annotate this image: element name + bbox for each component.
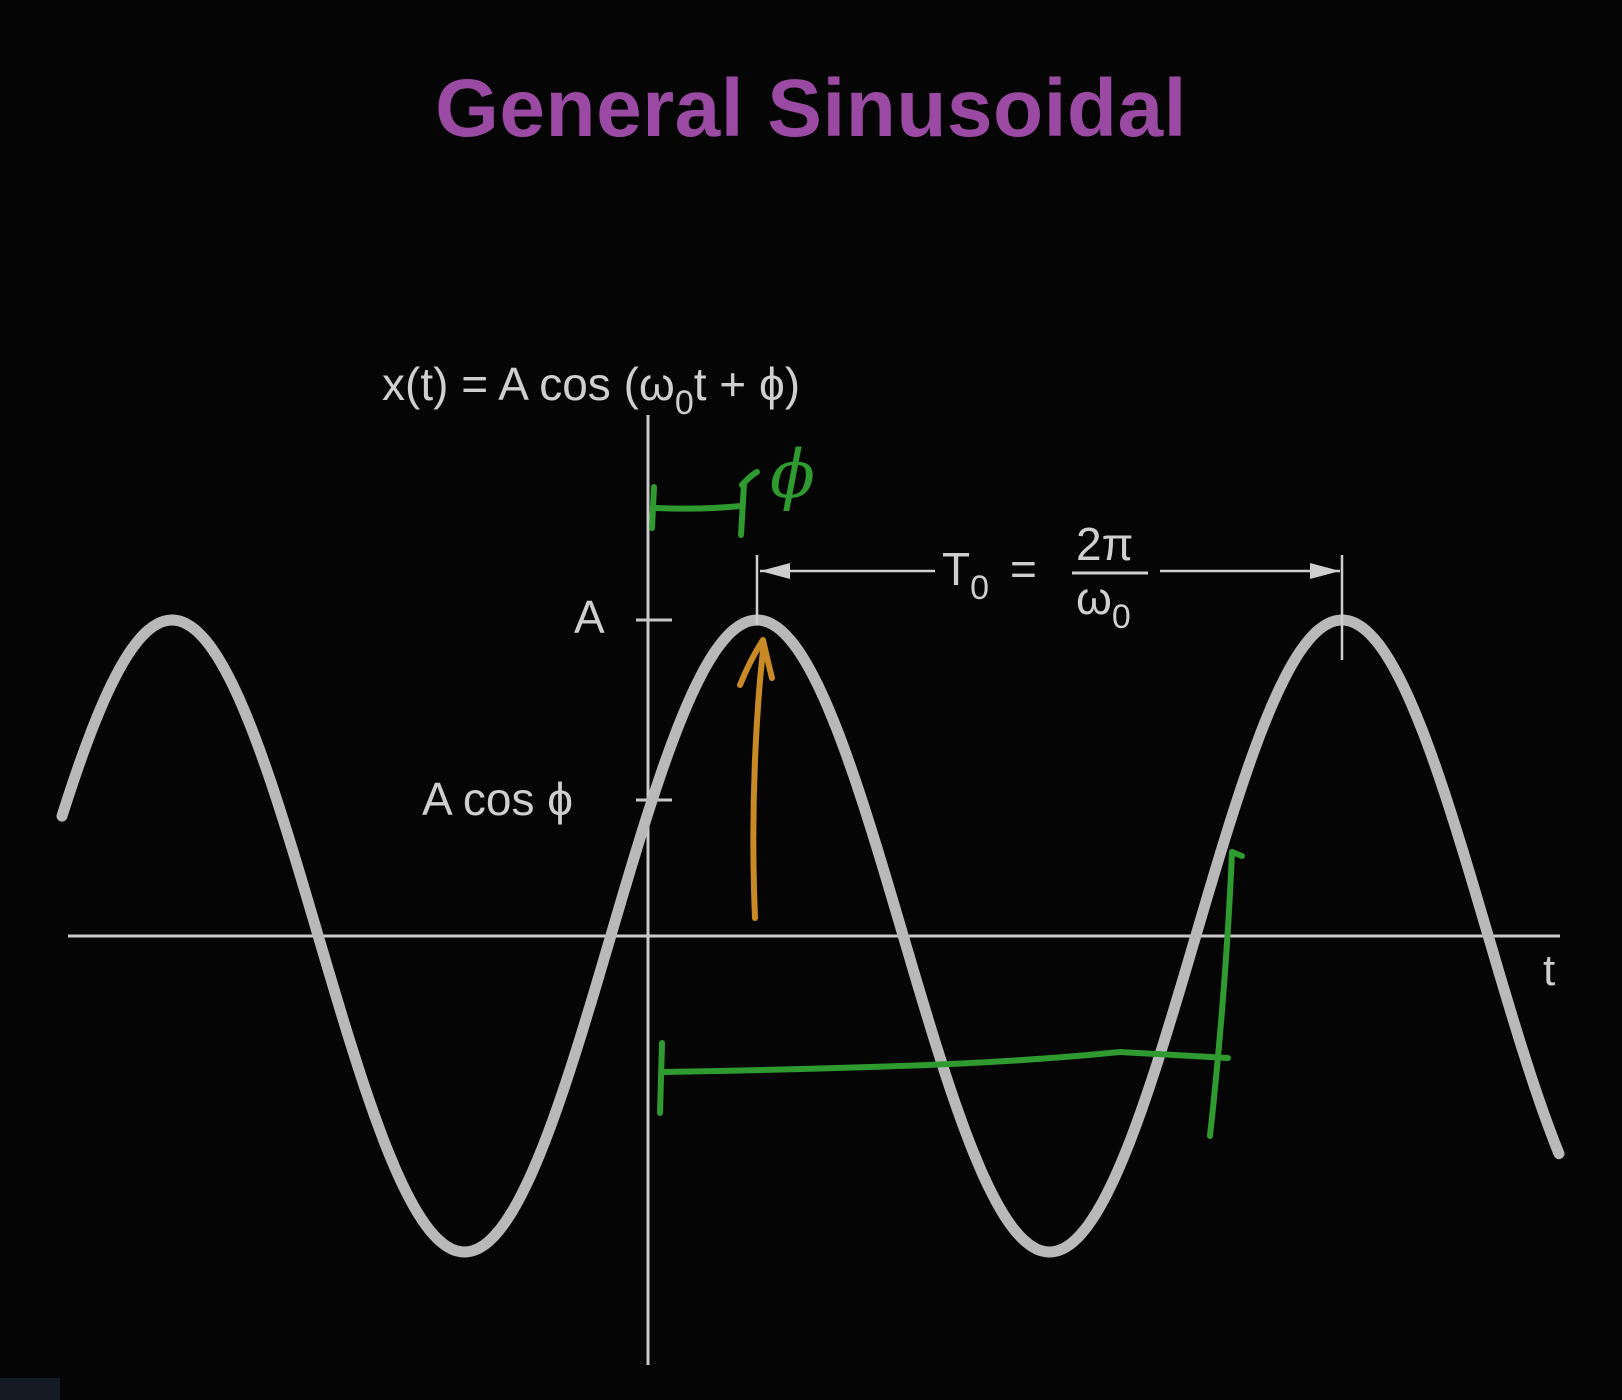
period-denominator: ω0 bbox=[1076, 572, 1131, 636]
phase-bracket-bar bbox=[653, 503, 744, 512]
period-arrowhead-right bbox=[1310, 563, 1340, 579]
period-bracket-right bbox=[1207, 849, 1235, 1139]
corner-overlay bbox=[0, 1378, 60, 1400]
period-bracket-annotation bbox=[657, 849, 1245, 1139]
period-T-label: T0 bbox=[942, 543, 989, 607]
amplitude-label: A bbox=[574, 591, 605, 643]
period-numerator: 2π bbox=[1076, 518, 1133, 570]
period-T: T bbox=[942, 543, 970, 595]
phi-handwritten: ϕ bbox=[770, 436, 815, 513]
equation: x(t) = A cos (ω0t + ϕ) bbox=[382, 358, 800, 422]
sinusoid-curve bbox=[56, 614, 1565, 1258]
acos-phi-label: A cos ϕ bbox=[422, 773, 573, 825]
orange-arrow-shaft bbox=[750, 647, 766, 921]
equation-rhs: t + ϕ) bbox=[694, 358, 800, 410]
period-den-sub: 0 bbox=[1112, 598, 1131, 636]
t-axis-label: t bbox=[1543, 946, 1555, 995]
period-equals: = bbox=[1010, 543, 1037, 595]
period-bracket-top-tick bbox=[1229, 849, 1245, 859]
phase-bracket-right bbox=[738, 481, 747, 538]
orange-arrow-annotation bbox=[737, 637, 775, 921]
period-bracket-bar bbox=[661, 1049, 1231, 1075]
equation-sub: 0 bbox=[675, 384, 694, 422]
phase-shift-annotation bbox=[649, 469, 760, 538]
period-den: ω bbox=[1076, 572, 1112, 624]
orange-arrow-head bbox=[737, 637, 775, 688]
phase-bracket-left bbox=[649, 484, 657, 531]
slide-title: General Sinusoidal bbox=[435, 63, 1187, 154]
period-arrowhead-left bbox=[760, 563, 790, 579]
equation-lhs: x(t) = A cos (ω bbox=[382, 358, 675, 410]
period-T-sub: 0 bbox=[970, 569, 989, 607]
phase-bracket-tick bbox=[739, 469, 760, 488]
period-bracket-left bbox=[657, 1040, 665, 1116]
